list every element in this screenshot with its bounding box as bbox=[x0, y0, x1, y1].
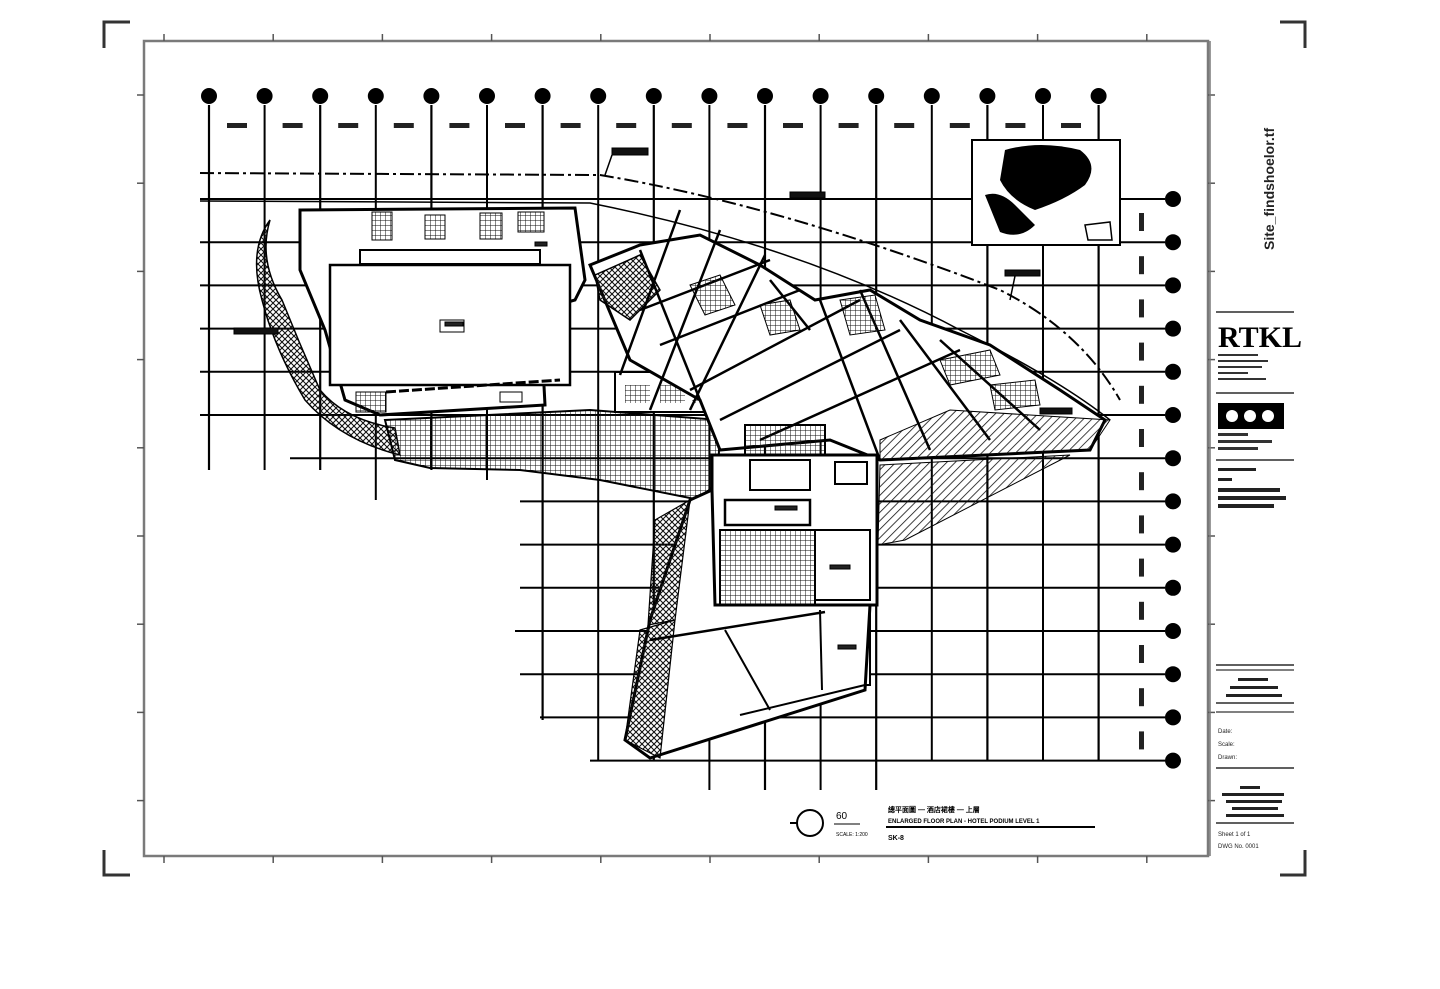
grid-bubble-column bbox=[256, 88, 273, 104]
grid-dim-row bbox=[1139, 601, 1144, 620]
grid-dim-column bbox=[282, 123, 303, 128]
grid-bubble-column bbox=[201, 88, 217, 104]
grid-dim-column bbox=[894, 123, 915, 128]
border-ticks bbox=[137, 34, 1215, 863]
grid-dim-row bbox=[1139, 385, 1144, 404]
grid-dim-row bbox=[1139, 213, 1144, 231]
grid-bubble-row bbox=[1165, 277, 1181, 294]
grid-dim-row bbox=[1139, 688, 1144, 707]
grid-dim-column bbox=[949, 123, 970, 128]
grid-dim-row bbox=[1139, 645, 1144, 663]
drawing-scale: SCALE: 1:200 bbox=[836, 832, 868, 838]
grid-dim-column bbox=[505, 123, 525, 128]
drawing-title-en: ENLARGED FLOOR PLAN - HOTEL PODIUM LEVEL… bbox=[888, 819, 1040, 825]
grid-dim-column bbox=[393, 123, 414, 128]
grid-dim-column bbox=[616, 123, 637, 128]
grid-dim-column bbox=[449, 123, 470, 128]
sheet-footer-1: Sheet 1 of 1 bbox=[1218, 832, 1251, 838]
vertical-sheet-title: Site_findshoelor.tf bbox=[1261, 128, 1277, 250]
grid-dim-column bbox=[838, 123, 859, 128]
grid-dim-row bbox=[1139, 429, 1144, 447]
grid-bubble-row bbox=[1165, 666, 1181, 683]
grid-dim-column bbox=[1061, 123, 1081, 128]
grid-dim-row bbox=[1139, 256, 1144, 275]
site-boundary-line bbox=[199, 172, 1121, 401]
grid-bubble-row bbox=[1165, 536, 1181, 553]
drawing-number: 60 bbox=[836, 811, 848, 822]
firm-logo: RTKL bbox=[1218, 321, 1302, 354]
leader-callouts bbox=[233, 147, 1073, 650]
grid-dim-row bbox=[1139, 731, 1144, 750]
grid-dim-row bbox=[1139, 472, 1144, 491]
grid-bubble-column bbox=[923, 88, 940, 104]
grid-dim-column bbox=[1005, 123, 1026, 128]
grid-bubble-column bbox=[701, 88, 718, 104]
central-fan-wing bbox=[588, 209, 1111, 546]
grid-dim-column bbox=[671, 123, 692, 128]
grid-bubble-column bbox=[367, 88, 384, 104]
grid-dim-row bbox=[1139, 515, 1144, 534]
title-block: Site_findshoelor.tf RTKL Date: Scale: bbox=[1209, 41, 1302, 856]
tower-core bbox=[710, 424, 879, 686]
grid-bubble-row bbox=[1165, 320, 1181, 337]
road-edge-line bbox=[199, 200, 1111, 421]
grid-bubble-column bbox=[534, 88, 551, 104]
grid-dim-row bbox=[1139, 342, 1144, 361]
grid-bubble-column bbox=[812, 88, 829, 104]
west-wing bbox=[255, 206, 587, 457]
crop-marks bbox=[102, 20, 1307, 877]
grid-bubble-column bbox=[479, 88, 495, 104]
grid-dim-column bbox=[783, 123, 803, 128]
grid-dim-column bbox=[727, 123, 748, 128]
grid-bubbles bbox=[201, 88, 1181, 769]
grid-dim-column bbox=[227, 123, 247, 128]
drawing-title: 60 SCALE: 1:200 總平面圖 — 酒店裙樓 — 上層 ENLARGE… bbox=[790, 805, 1095, 842]
label-date: Date: bbox=[1218, 729, 1233, 735]
grid-bubble-row bbox=[1165, 363, 1181, 380]
grid-bubble-column bbox=[1035, 88, 1051, 104]
grid-bubble-row bbox=[1165, 234, 1181, 251]
grid-bubble-row bbox=[1165, 493, 1181, 510]
drawing-title-cn: 總平面圖 — 酒店裙樓 — 上層 bbox=[888, 805, 980, 814]
grid-bubble-column bbox=[868, 88, 885, 104]
dimension-ticks bbox=[227, 123, 1144, 750]
grid-bubble-row bbox=[1165, 623, 1181, 639]
grid-bubble-column bbox=[979, 88, 996, 104]
grid-dim-column bbox=[338, 123, 359, 128]
grid-bubble-column bbox=[590, 88, 607, 104]
grid-dim-row bbox=[1139, 558, 1144, 577]
grid-bubble-row bbox=[1165, 579, 1181, 596]
south-wing bbox=[623, 487, 872, 760]
grid-bubble-row bbox=[1165, 450, 1181, 467]
grid-bubble-column bbox=[312, 88, 329, 104]
key-plan bbox=[971, 139, 1121, 246]
grid-bubble-column bbox=[645, 88, 662, 104]
sheet-footer-2: DWG No. 0001 bbox=[1218, 844, 1259, 850]
grid-bubble-column bbox=[757, 88, 773, 104]
grid-dim-column bbox=[560, 123, 581, 128]
grid-dim-row bbox=[1139, 299, 1144, 318]
grid-bubble-column bbox=[1090, 88, 1107, 104]
label-drawn: Drawn: bbox=[1218, 755, 1237, 761]
grid-bubble-row bbox=[1165, 752, 1181, 769]
label-scale: Scale: bbox=[1218, 742, 1235, 748]
grid-bubble-column bbox=[423, 88, 440, 104]
grid-bubble-row bbox=[1165, 709, 1181, 726]
grid-bubble-row bbox=[1165, 191, 1181, 207]
drawing-sheet-number: SK-8 bbox=[888, 835, 904, 842]
grid-bubble-row bbox=[1165, 407, 1181, 423]
